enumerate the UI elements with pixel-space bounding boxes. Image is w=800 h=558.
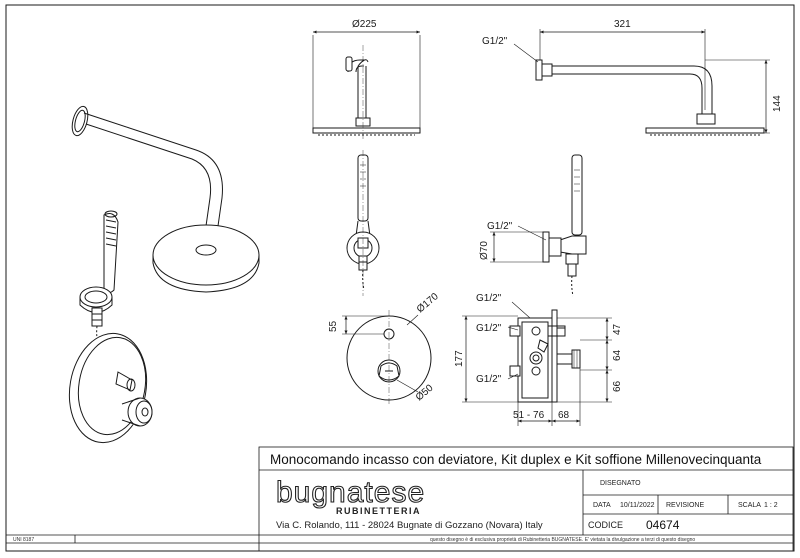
shower-arm-side-view [513, 29, 770, 136]
disegnato-label: DISEGNATO [600, 480, 641, 487]
standard-reference: UNI 8187 [13, 537, 34, 543]
hand-shower-side-view [490, 154, 587, 297]
company-address: Via C. Rolando, 111 - 28024 Bugnate di G… [276, 520, 543, 531]
dim-top-offset: 47 [612, 323, 623, 335]
scale-label: SCALA [738, 502, 761, 509]
dim-arm-length: 321 [614, 19, 631, 30]
company-logo-subtitle: RUBINETTERIA [336, 506, 421, 516]
dim-box-mid-thread: G1/2" [476, 323, 502, 334]
dim-arm-drop: 144 [772, 95, 783, 112]
dim-plate-diameter: Ø170 [415, 291, 441, 315]
dim-box-height: 177 [454, 350, 465, 367]
title-block [6, 446, 794, 552]
hand-shower-front-view [346, 150, 380, 296]
dim-handle-projection: 68 [558, 410, 570, 421]
sheet-border [5, 4, 795, 552]
code-label: CODICE [588, 520, 623, 530]
dim-head-diameter: Ø225 [352, 19, 377, 30]
revision-label: REVISIONE [666, 502, 704, 509]
company-logo-text: bugnatese [276, 476, 425, 509]
mixer-section-view [462, 301, 612, 426]
isometric-view [68, 105, 260, 444]
dim-box-top-thread: G1/2" [476, 293, 502, 304]
dim-hand-thread: G1/2" [487, 221, 513, 232]
dim-mid-offset: 64 [612, 349, 623, 361]
dim-box-bottom-thread: G1/2" [476, 374, 502, 385]
code-value: 04674 [646, 518, 680, 532]
shower-head-front-view [312, 30, 421, 140]
mixer-front-view [342, 310, 432, 406]
dim-arm-thread: G1/2" [482, 36, 508, 47]
dim-box-depth: 51 - 76 [513, 410, 545, 421]
scale-value: 1 : 2 [764, 502, 778, 509]
date-value: 10/11/2022 [620, 502, 655, 509]
dim-holder-diameter: Ø70 [479, 241, 490, 260]
dim-bottom-offset: 66 [612, 380, 623, 392]
copyright-disclaimer: questo disegno è di esclusiva proprietà … [430, 537, 695, 543]
title-block-text: Monocomando incasso con deviatore, Kit d… [13, 452, 778, 543]
dim-diverter-offset: 55 [328, 320, 339, 332]
drawing-title: Monocomando incasso con deviatore, Kit d… [270, 452, 762, 467]
dimension-labels: Ø225 321 G1/2" 144 G1/2" Ø70 55 Ø170 Ø50… [328, 19, 783, 421]
date-label: DATA [593, 502, 611, 509]
